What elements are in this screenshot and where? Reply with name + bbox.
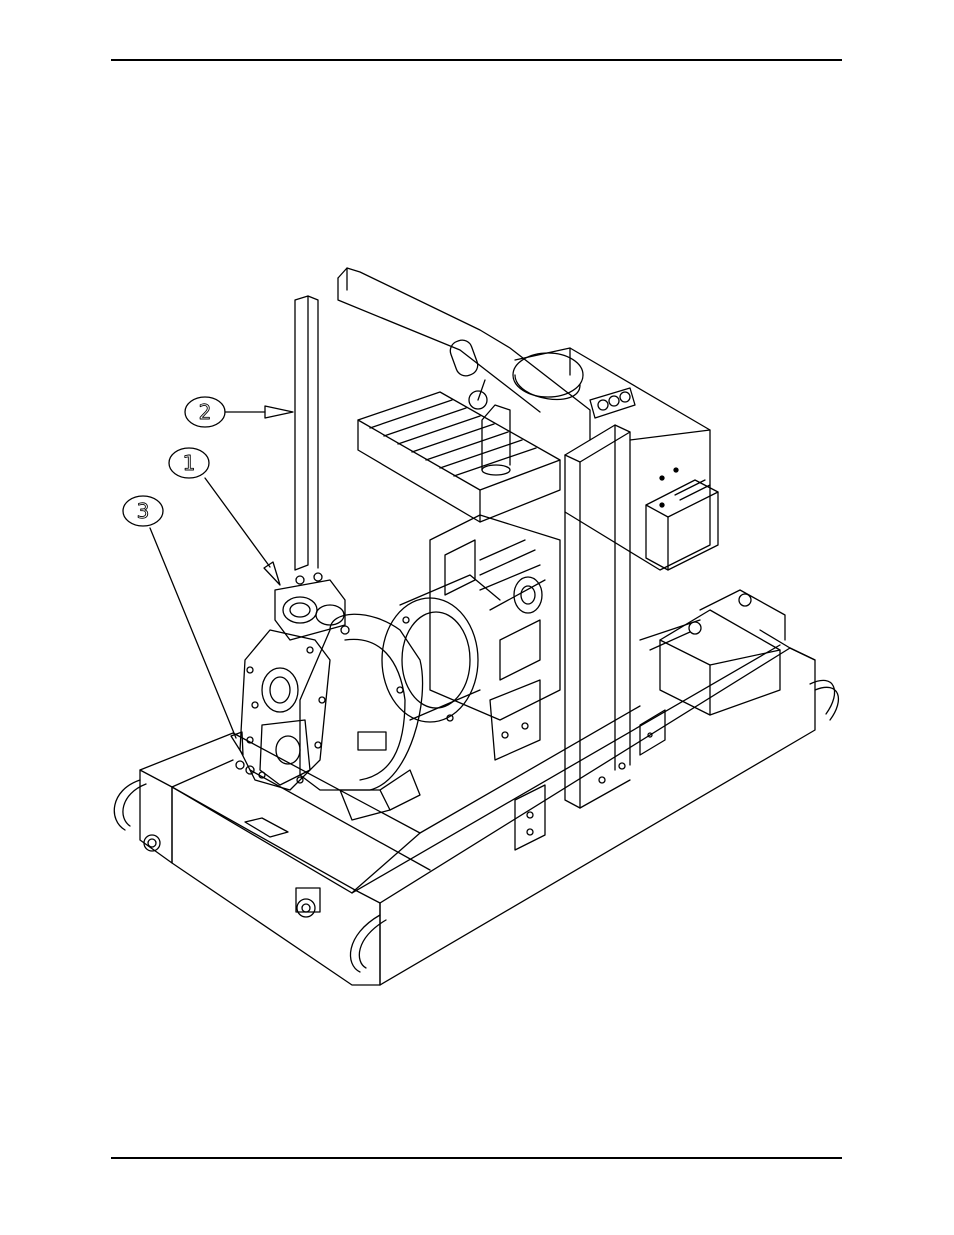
lifting-frame	[295, 268, 630, 808]
exhaust-shield	[358, 380, 560, 522]
callout-2-label: 2	[199, 400, 212, 424]
callout-3-label: 3	[137, 499, 150, 523]
callout-3: 3	[123, 496, 163, 526]
callout-1-label: 1	[183, 451, 196, 475]
pump-assembly	[236, 573, 423, 820]
callout-leaders	[150, 406, 293, 755]
callout-2: 2	[185, 397, 225, 427]
callout-1: 1	[169, 448, 209, 478]
footer-rule	[111, 1157, 842, 1159]
engine-block	[430, 515, 560, 850]
battery-tray	[640, 590, 785, 755]
bell-housing	[382, 575, 500, 722]
base-skid	[114, 630, 838, 985]
